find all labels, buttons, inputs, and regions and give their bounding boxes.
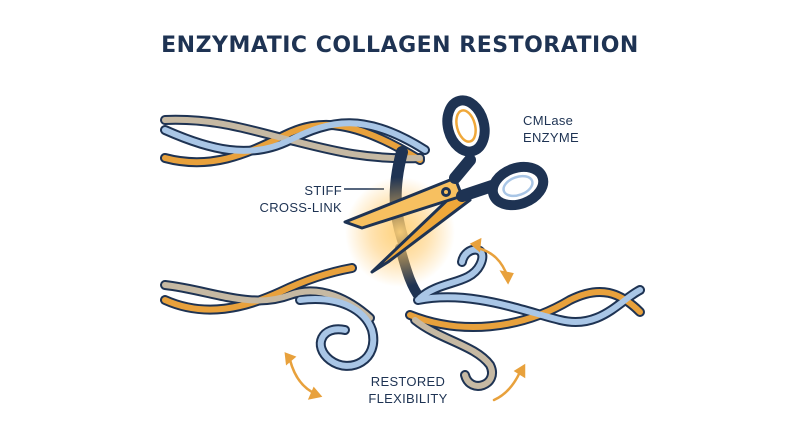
cross-link-label: STIFF CROSS-LINK xyxy=(258,182,342,216)
lower-left-collagen-fiber xyxy=(160,263,379,371)
top-fiber-orange xyxy=(162,121,423,166)
cross-link-label-line2: CROSS-LINK xyxy=(259,200,342,215)
lower-right-collagen-fiber xyxy=(405,244,645,391)
enzyme-label: CMLase ENZYME xyxy=(523,112,579,146)
top-fiber-blue xyxy=(162,120,428,154)
restored-label-line1: RESTORED xyxy=(370,374,446,389)
restored-label-line2: FLEXIBILITY xyxy=(368,391,448,406)
cross-link-label-line1: STIFF xyxy=(304,183,342,198)
curved-arrow-icon xyxy=(284,237,526,402)
scissor-ring-upper xyxy=(442,95,490,157)
arrow-left xyxy=(288,358,318,396)
arrow-right xyxy=(492,370,522,402)
scissor-ring-lower xyxy=(487,161,549,211)
diagram-title: ENZYMATIC COLLAGEN RESTORATION xyxy=(161,33,639,58)
scissor-blade-upper xyxy=(343,176,464,230)
restored-flexibility-label: RESTORED FLEXIBILITY xyxy=(365,373,451,407)
enzyme-label-line2: ENZYME xyxy=(523,130,579,145)
scissors-icon xyxy=(343,95,549,274)
enzyme-label-line1: CMLase xyxy=(523,113,574,128)
top-collagen-fiber xyxy=(160,114,430,168)
